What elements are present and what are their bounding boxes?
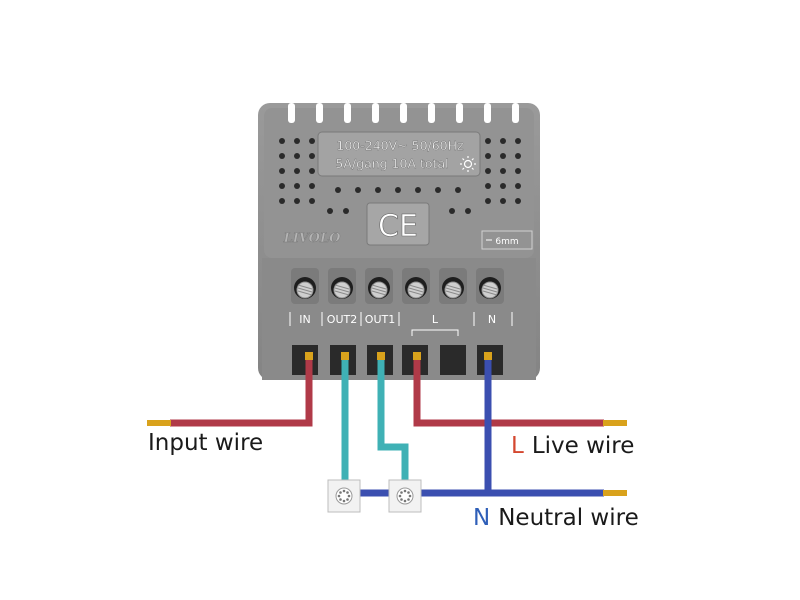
out2-terminal-copper [341,352,349,360]
neutral-wire-label: N Neutral wire [473,507,639,530]
terminal-labels: IN OUT2 OUT1 L N [299,313,496,326]
terminal-label-out2: OUT2 [327,313,357,326]
terminal-label-l: L [432,313,439,326]
input-wire [170,360,313,427]
vent-hole [465,208,471,214]
vent-hole [375,187,381,193]
copper-ends [147,352,627,496]
live-wire [413,360,604,427]
vent-hole [343,208,349,214]
vent-hole [309,153,315,159]
vent-hole [279,138,285,144]
neutral-wire-copper-end [603,490,627,496]
top-vents [288,103,519,123]
strip-length-text: 6mm [495,237,518,247]
brand-logo: LIVOLO [283,231,342,246]
terminal-screws [291,268,504,304]
ce-mark: CE [378,209,418,244]
vent-hole [485,168,491,174]
vent-hole [515,183,521,189]
live-wire-label: L Live wire [511,435,634,458]
rating-plate [317,131,481,177]
vent-hole [485,183,491,189]
live-wire-copper-end [603,420,627,426]
vent-hole [327,208,333,214]
terminal-screw-icon [402,268,430,304]
vent-hole [355,187,361,193]
vent-hole [309,183,315,189]
vent-hole [294,168,300,174]
terminal-screw-icon [439,268,467,304]
vent-hole [515,198,521,204]
rating-current-text: 5A/gang 10A total [335,156,448,171]
vent-hole [449,208,455,214]
vent-hole [294,138,300,144]
n-terminal-copper [484,352,492,360]
in-terminal-copper [305,352,313,360]
input-wire-copper-end [147,420,171,426]
live-letter: L [511,433,524,459]
vent-hole [500,183,506,189]
vent-hole [279,198,285,204]
vent-hole [309,138,315,144]
terminal-screw-icon [365,268,393,304]
terminal-label-out1: OUT1 [365,313,395,326]
vent-hole [500,138,506,144]
vent-hole [279,153,285,159]
vent-holes [279,138,521,214]
out1-terminal-copper [377,352,385,360]
vent-hole [309,198,315,204]
neutral-letter: N [473,505,491,531]
vent-hole [335,187,341,193]
out1-wire [377,360,409,485]
switch-module: 100-240V~ 50/60Hz 5A/gang 10A total CE L… [258,103,540,380]
neutral-wire-label-text: Neutral wire [498,505,639,531]
vent-hole [294,198,300,204]
vent-hole [515,153,521,159]
connector-symbol-icon [335,487,353,505]
input-wire-label: Input wire [148,432,263,455]
vent-hole [279,183,285,189]
vent-hole [485,198,491,204]
vent-hole [500,168,506,174]
vent-hole [500,153,506,159]
vent-hole [435,187,441,193]
rating-voltage-text: 100-240V~ 50/60Hz [336,138,464,153]
strip-length-gauge: 6mm [481,230,533,250]
terminal-label-in: IN [299,313,310,326]
vent-hole [294,183,300,189]
led-sun-icon [460,156,476,172]
terminal-label-dividers [289,312,513,336]
live-wire-label-text: Live wire [531,433,635,459]
vent-hole [455,187,461,193]
connector-block-2 [388,479,422,513]
terminal-screw-icon [328,268,356,304]
l-terminal-copper [413,352,421,360]
vent-hole [485,138,491,144]
vent-hole [279,168,285,174]
vent-hole [515,138,521,144]
vent-hole [500,198,506,204]
vent-hole [485,153,491,159]
vent-hole [515,168,521,174]
input-wire-label-text: Input wire [148,430,264,456]
ce-mark-plate [366,202,430,246]
connector-block-1 [327,479,361,513]
connector-symbol-icon [396,487,414,505]
terminal-screw-icon [476,268,504,304]
terminal-screw-icon [291,268,319,304]
vent-hole [294,153,300,159]
vent-hole [395,187,401,193]
vent-hole [415,187,421,193]
terminal-label-n: N [488,313,496,326]
vent-hole [309,168,315,174]
